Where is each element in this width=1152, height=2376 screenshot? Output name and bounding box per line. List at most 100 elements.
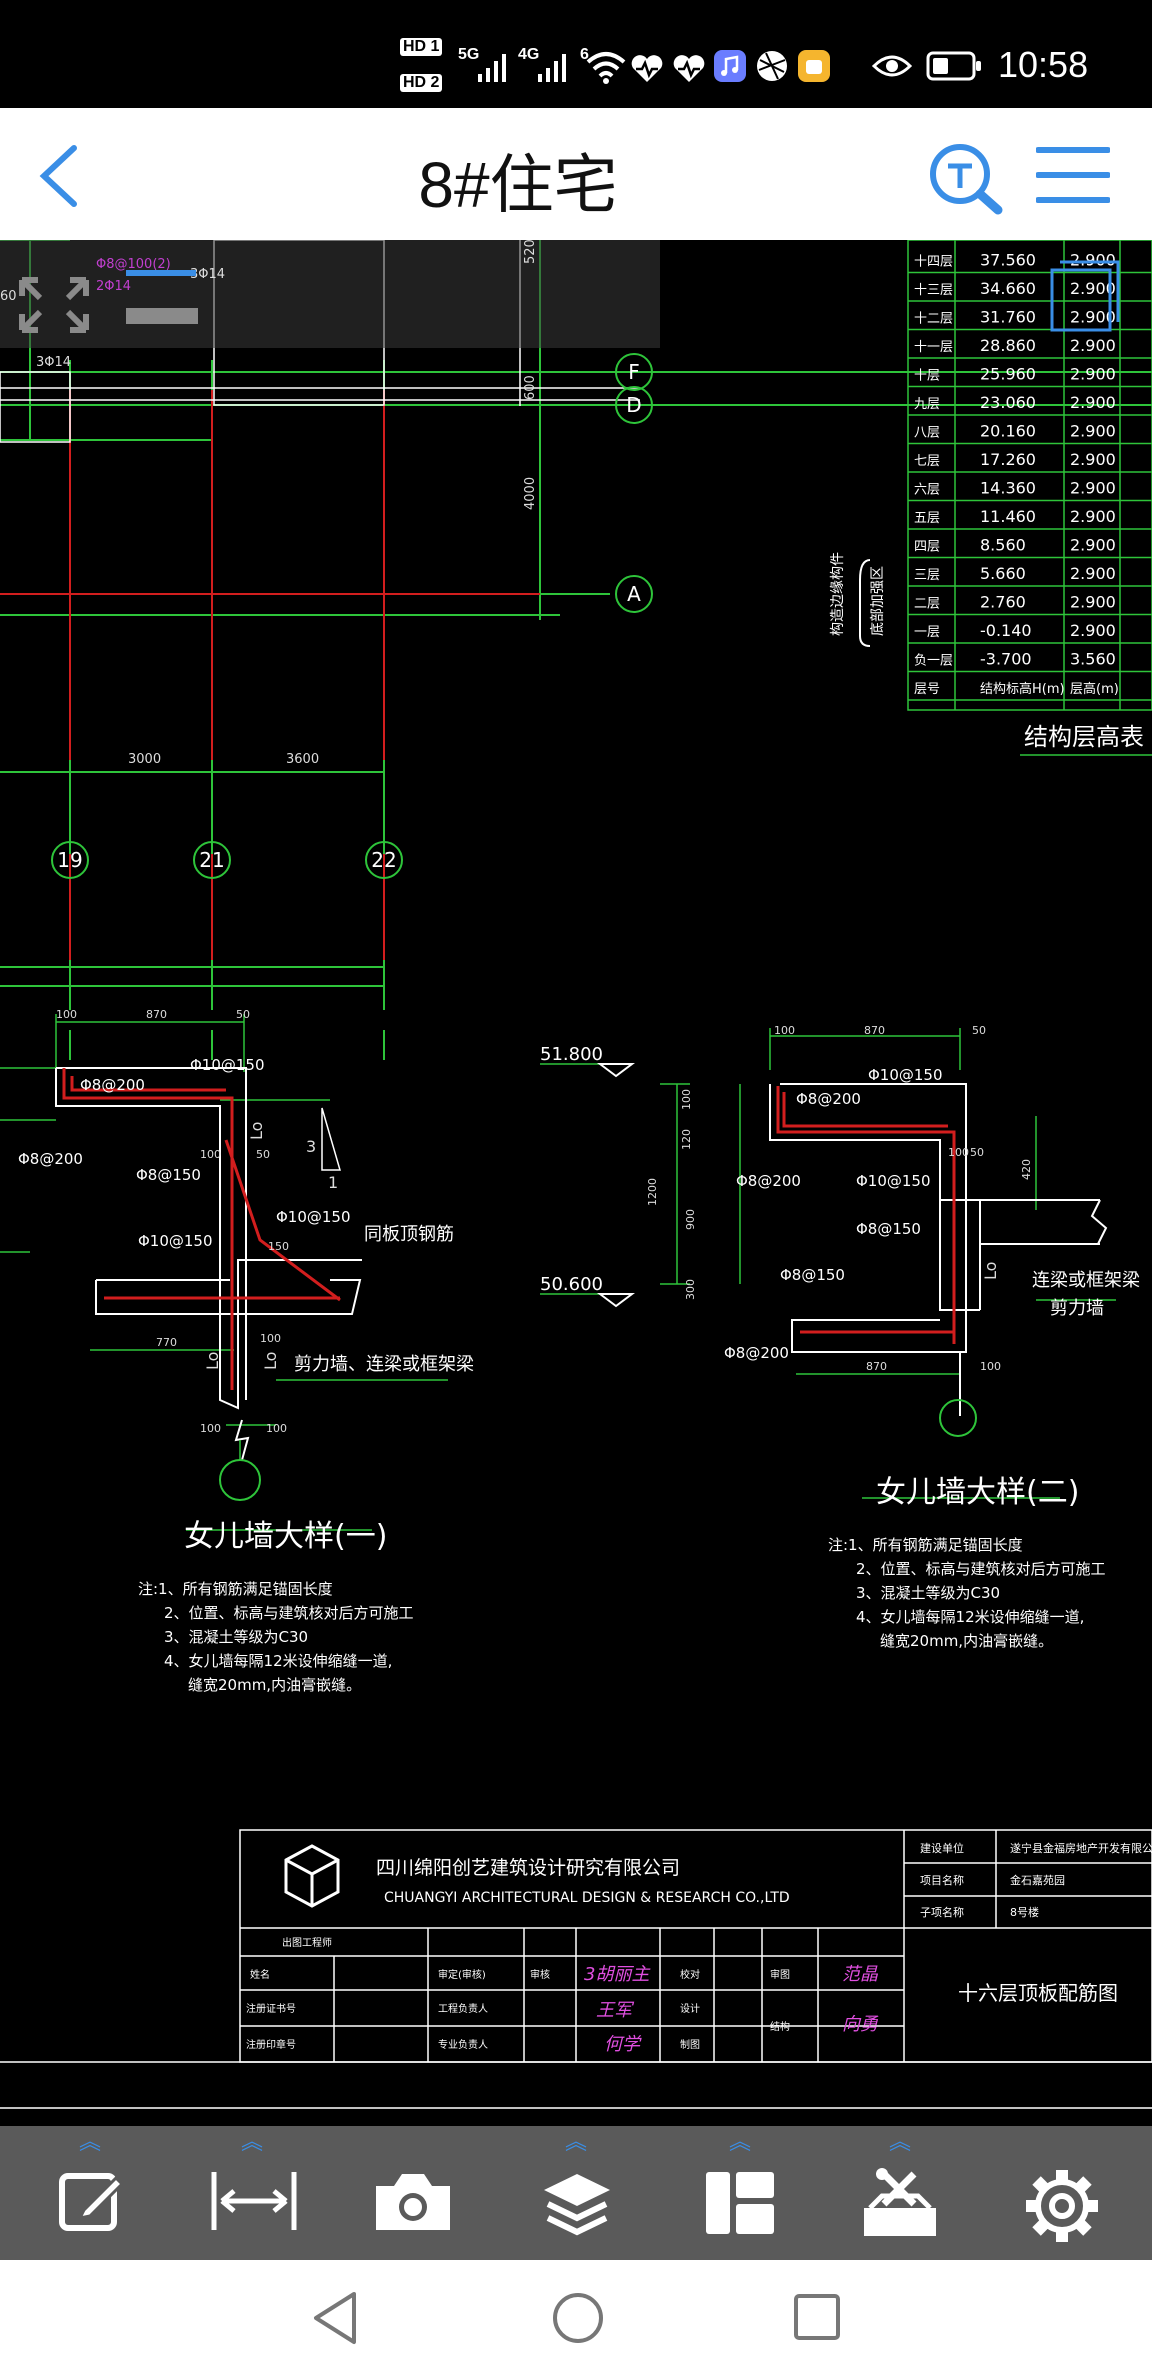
signal1-icon (478, 54, 506, 82)
rebar-label-2: Φ8@200 (80, 1076, 145, 1094)
client-label: 建设单位 (920, 1841, 964, 1855)
tb-label-12: 结构 (770, 2020, 790, 2033)
callout-beam: 连梁或框架梁 (1032, 1270, 1140, 1291)
dim-3000: 3000 (128, 752, 161, 767)
d2-dim-300: 300 (684, 1279, 697, 1300)
sim1-label: HD 1 (400, 38, 443, 56)
tb-label-8: 校对 (680, 1968, 700, 1981)
level-table-title: 结构层高表 (1024, 723, 1144, 751)
rebar-label-1: Φ10@150 (190, 1056, 265, 1074)
level-table-cell: 37.560 (980, 251, 1036, 270)
level-table-cell: 20.160 (980, 422, 1036, 441)
d2-dim-120: 120 (680, 1129, 693, 1150)
chevron-up-icon[interactable]: ︽ (728, 2130, 751, 2155)
dim-d1-lo2: Lo (203, 1352, 222, 1370)
tb-label-0: 出图工程师 (282, 1936, 332, 1949)
rebar-label-5: Φ10@150 (276, 1208, 351, 1226)
tb-label-5: 工程负责人 (438, 2002, 488, 2015)
level-table-cell: 2.900 (1070, 507, 1116, 526)
dim-d1-150: 150 (268, 1240, 289, 1253)
dim-600: 600 (523, 375, 538, 400)
d2-dim-100: 100 (774, 1024, 795, 1037)
level-table-cell: 五层 (914, 511, 940, 526)
beam-note-4: 3Φ14 (190, 267, 225, 282)
measure-tool-button[interactable]: ︽ (192, 2126, 312, 2260)
detail1-note-4: 4、女儿墙每隔12米设伸缩缝一道, (164, 1652, 392, 1670)
d2-dim-lo: Lo (981, 1262, 1000, 1280)
level-table-cell: 二层 (914, 597, 940, 612)
level-side-note-1: 构造边缘构件 (830, 552, 846, 636)
layout-tool-button[interactable]: ︽ (680, 2126, 800, 2260)
d2-dim-1200: 1200 (646, 1178, 659, 1206)
chevron-up-icon[interactable]: ︽ (78, 2130, 101, 2155)
slope-3: 3 (306, 1137, 316, 1156)
tools-icon (864, 2168, 936, 2236)
drawing-name: 十六层顶板配筋图 (958, 1981, 1118, 2005)
fullscreen-icon[interactable] (19, 277, 89, 333)
d2-dim-420: 420 (1020, 1159, 1033, 1180)
hamburger-menu-icon[interactable] (1036, 144, 1110, 206)
project-name: 金石嘉苑园 (1010, 1873, 1065, 1887)
back-icon[interactable] (34, 144, 84, 208)
level-table-cell: -3.700 (980, 650, 1032, 669)
level-table-cell: 2.900 (1070, 393, 1116, 412)
level-table-cell: 2.900 (1070, 279, 1116, 298)
tools-tool-button[interactable]: ︽ (840, 2126, 960, 2260)
level-table-header-cell: 结构标高H(m) (980, 681, 1065, 697)
network1-label: 5G (458, 46, 480, 63)
camera-tool-button[interactable] (352, 2126, 472, 2260)
edit-tool-button[interactable]: ︽ (30, 2126, 150, 2260)
detail1-title: 女儿墙大样(一) (184, 1519, 387, 1554)
company-name-cn: 四川绵阳创艺建筑设计研究有限公司 (376, 1857, 680, 1879)
d2-dim-50: 50 (972, 1024, 986, 1037)
drawing-canvas[interactable]: Φ8@100(2) 2Φ14 3Φ14 3Φ14 60 3000 3600 52… (0, 240, 1152, 2126)
sim2-label: HD 2 (400, 74, 443, 92)
dim-d1-50b: 50 (256, 1148, 270, 1161)
callout-shear2: 剪力墙 (1050, 1298, 1104, 1319)
callout-roof-rebar: 同板顶钢筋 (364, 1224, 454, 1245)
axis-label-22: 22 (371, 848, 396, 872)
text-search-icon[interactable] (924, 138, 1004, 216)
settings-button[interactable] (1002, 2126, 1122, 2260)
rebar-label-4: Φ8@150 (136, 1166, 201, 1184)
d2-dim-100b: 100 (980, 1360, 1001, 1373)
beam-note-3: 3Φ14 (36, 355, 71, 370)
level-table-cell: 负一层 (914, 654, 953, 669)
dim-d1-lo3: Lo (261, 1352, 280, 1370)
axis-label-19: 19 (57, 848, 82, 872)
rebar-label-6: Φ10@150 (138, 1232, 213, 1250)
beam-note-5: 60 (0, 289, 17, 304)
tb-label-3: 注册印章号 (246, 2038, 296, 2051)
wifi-badge: 6 (580, 46, 589, 63)
chevron-up-icon[interactable]: ︽ (240, 2130, 263, 2155)
beam-note: Φ8@100(2) (96, 257, 171, 272)
detail2-title: 女儿墙大样(二) (876, 1475, 1079, 1510)
level-table (907, 240, 1152, 756)
level-table-cell: 2.900 (1070, 422, 1116, 441)
nav-home-icon[interactable] (550, 2290, 606, 2346)
sub-label: 子项名称 (920, 1905, 964, 1919)
level-table-cell: 3.560 (1070, 650, 1116, 669)
nav-back-icon[interactable] (310, 2290, 360, 2346)
heartbeat-icon (673, 55, 705, 82)
level-table-header-cell: 层号 (914, 682, 940, 697)
nav-recent-icon[interactable] (792, 2292, 844, 2344)
dim-d1-100e: 100 (200, 1148, 221, 1161)
d2-dim-870: 870 (864, 1024, 885, 1037)
layers-tool-button[interactable]: ︽ (516, 2126, 636, 2260)
level-table-cell: 2.900 (1070, 479, 1116, 498)
dim-d1-770: 770 (156, 1336, 177, 1349)
level-table-cell: 14.360 (980, 479, 1036, 498)
axis-label-F: F (628, 360, 640, 384)
dim-d1-50: 50 (236, 1008, 250, 1021)
tb-label-1: 姓名 (250, 1968, 270, 1981)
chevron-up-icon[interactable]: ︽ (564, 2130, 587, 2155)
chevron-up-icon[interactable]: ︽ (888, 2130, 911, 2155)
title-block (0, 1829, 1152, 2109)
signature-5: 向勇 (842, 2014, 879, 2035)
level-table-header-cell: 层高(m) (1070, 681, 1119, 697)
company-name-en: CHUANGYI ARCHITECTURAL DESIGN & RESEARCH… (384, 1890, 790, 1906)
d2-rebar-2: Φ8@200 (796, 1090, 861, 1108)
elevation-50600: 50.600 (540, 1274, 603, 1295)
dim-3600: 3600 (286, 752, 319, 767)
